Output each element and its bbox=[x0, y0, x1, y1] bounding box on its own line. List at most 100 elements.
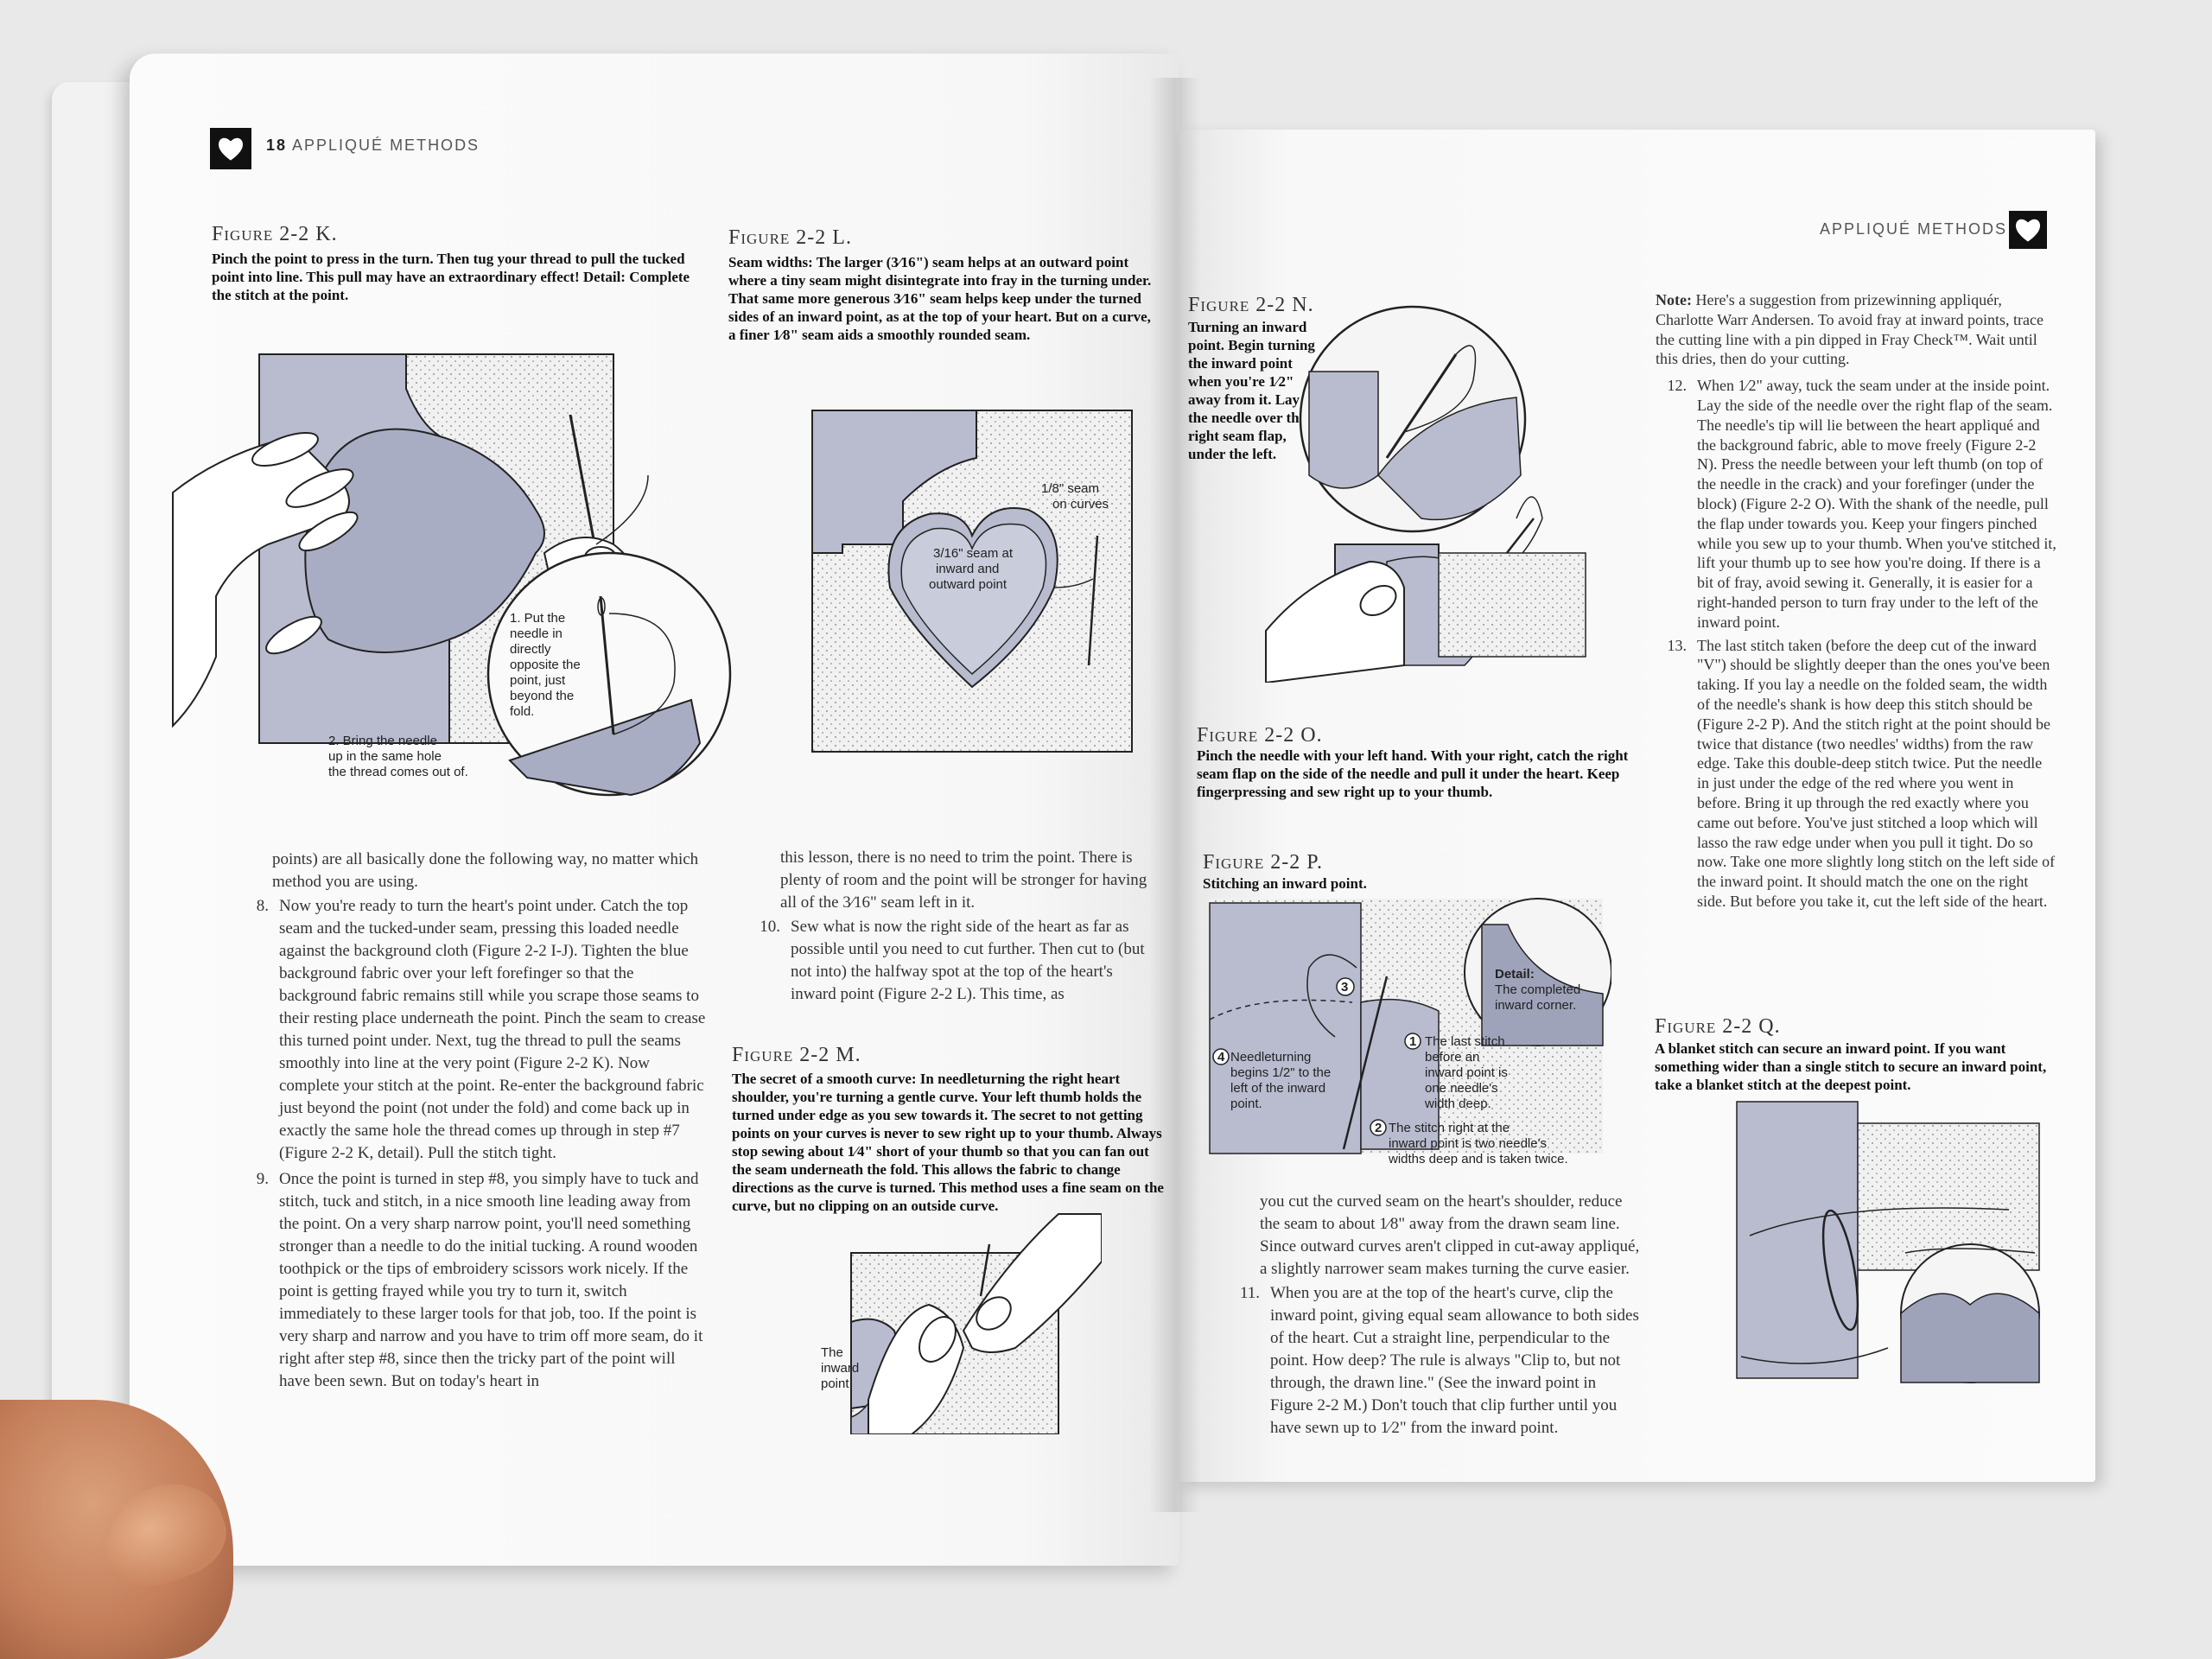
step-text: Sew what is now the right side of the he… bbox=[791, 918, 1145, 1003]
note-paragraph: Note: Here's a suggestion from prizewinn… bbox=[1650, 290, 2056, 369]
figure-l-title: Figure 2-2 L. bbox=[728, 226, 852, 249]
heart-icon bbox=[2009, 211, 2047, 249]
svg-text:inward point is two needle's: inward point is two needle's bbox=[1389, 1136, 1547, 1151]
svg-text:point, just: point, just bbox=[510, 673, 566, 688]
svg-text:1: 1 bbox=[1409, 1034, 1416, 1049]
step-13: 13. The last stitch taken (before the de… bbox=[1650, 636, 2056, 912]
right-column-1-text: you cut the curved seam on the heart's s… bbox=[1210, 1191, 1642, 1443]
svg-text:1. Put the: 1. Put the bbox=[510, 611, 565, 626]
figure-k-label-2: 2. Bring the needle up in the same hole … bbox=[328, 734, 468, 779]
step-number: 8. bbox=[256, 897, 269, 915]
figure-q-title: Figure 2-2 Q. bbox=[1655, 1015, 1781, 1038]
step-10: 10. Sew what is now the right side of th… bbox=[739, 916, 1162, 1006]
svg-text:inward point is: inward point is bbox=[1425, 1065, 1508, 1080]
heart-icon bbox=[210, 128, 251, 169]
step-8: 8. Now you're ready to turn the heart's … bbox=[238, 895, 709, 1165]
figure-n-caption: Turning an inward point. Begin turning t… bbox=[1188, 319, 1315, 462]
svg-text:before an: before an bbox=[1425, 1050, 1479, 1065]
figure-q-illustration bbox=[1732, 1097, 2044, 1408]
step-number: 9. bbox=[256, 1170, 269, 1188]
figure-l-label-curves: 1/8" seam on curves bbox=[1041, 481, 1109, 512]
figure-n-title: Figure 2-2 N. bbox=[1188, 294, 1314, 316]
figure-p-label-3: 3 bbox=[1336, 977, 1355, 996]
svg-text:width deep.: width deep. bbox=[1424, 1096, 1491, 1111]
figure-l-illustration: 1/8" seam on curves 3/16" seam at inward… bbox=[808, 406, 1136, 756]
step-text: The last stitch taken (before the deep c… bbox=[1697, 636, 2056, 910]
svg-text:inward: inward bbox=[821, 1361, 859, 1376]
figure-p-caption: Stitching an inward point. bbox=[1203, 875, 1367, 892]
figure-l-caption: Seam widths: The larger (3⁄16") seam hel… bbox=[728, 254, 1152, 343]
left-column-1-text: points) are all basically done the follo… bbox=[238, 849, 709, 1396]
right-column-2-text: Note: Here's a suggestion from prizewinn… bbox=[1650, 290, 2056, 915]
svg-text:3/16" seam at: 3/16" seam at bbox=[933, 546, 1014, 561]
figure-o-title: Figure 2-2 O. bbox=[1197, 724, 1323, 747]
figure-p-illustration: Detail: The completed inward corner. 3 1… bbox=[1205, 890, 1611, 1166]
svg-text:needle in: needle in bbox=[510, 626, 563, 641]
svg-text:point: point bbox=[821, 1376, 849, 1391]
note-text: Here's a suggestion from prizewinning ap… bbox=[1656, 291, 2044, 368]
page-number-left: 18 bbox=[266, 137, 288, 154]
running-head-text: APPLIQUÉ METHODS bbox=[292, 137, 480, 154]
step-text: When you are at the top of the heart's c… bbox=[1270, 1284, 1639, 1437]
left-column-2-text: this lesson, there is no need to trim th… bbox=[739, 847, 1162, 1009]
svg-text:one needle's: one needle's bbox=[1425, 1081, 1498, 1096]
figure-m-label-point: The inward point bbox=[821, 1345, 859, 1391]
svg-text:The last stitch: The last stitch bbox=[1425, 1034, 1505, 1049]
figure-l-label-points: 3/16" seam at inward and outward point bbox=[929, 546, 1014, 592]
figure-k-caption: Pinch the point to press in the turn. Th… bbox=[212, 251, 690, 303]
figure-k-title: Figure 2-2 K. bbox=[212, 223, 338, 245]
svg-text:directly: directly bbox=[510, 642, 551, 657]
figure-k-label-1: 1. Put the needle in directly opposite t… bbox=[510, 611, 581, 719]
note-label: Note: bbox=[1656, 291, 1692, 308]
svg-text:The completed: The completed bbox=[1495, 982, 1580, 997]
step-9: 9. Once the point is turned in step #8, … bbox=[238, 1168, 709, 1393]
svg-text:fold.: fold. bbox=[510, 704, 534, 719]
svg-text:Needleturning: Needleturning bbox=[1230, 1050, 1311, 1065]
svg-text:the thread comes out of.: the thread comes out of. bbox=[328, 765, 468, 779]
step-number: 10. bbox=[760, 918, 780, 936]
step-text: Once the point is turned in step #8, you… bbox=[279, 1170, 703, 1390]
svg-text:point.: point. bbox=[1230, 1096, 1262, 1111]
svg-text:The stitch right at the: The stitch right at the bbox=[1389, 1121, 1510, 1135]
svg-text:The: The bbox=[821, 1345, 843, 1360]
running-head-text: APPLIQUÉ METHODS bbox=[1820, 220, 2008, 238]
svg-text:1/8" seam: 1/8" seam bbox=[1041, 481, 1099, 496]
figure-q-caption: A blanket stitch can secure an inward po… bbox=[1655, 1040, 2047, 1093]
figure-p-title: Figure 2-2 P. bbox=[1203, 851, 1323, 874]
step-number: 11. bbox=[1239, 1284, 1260, 1302]
step-number: 12. bbox=[1667, 377, 1688, 395]
svg-text:on curves: on curves bbox=[1052, 497, 1109, 512]
svg-text:outward point: outward point bbox=[929, 577, 1007, 592]
underlying-page bbox=[52, 82, 138, 1551]
step-text: When 1⁄2" away, tuck the seam under at t… bbox=[1697, 377, 2056, 631]
svg-text:up in the same hole: up in the same hole bbox=[328, 749, 442, 764]
figure-p-label-4: 4 Needleturning begins 1/2" to the left … bbox=[1212, 1048, 1331, 1111]
svg-text:4: 4 bbox=[1217, 1050, 1225, 1065]
svg-text:opposite the: opposite the bbox=[510, 658, 581, 672]
column-1-continuation: points) are all basically done the follo… bbox=[272, 850, 699, 891]
svg-text:left of the inward: left of the inward bbox=[1230, 1081, 1325, 1096]
svg-text:inward and: inward and bbox=[936, 562, 999, 576]
step-11: 11. When you are at the top of the heart… bbox=[1210, 1282, 1642, 1440]
column-2-continuation: this lesson, there is no need to trim th… bbox=[780, 849, 1147, 912]
figure-p-detail-label: Detail: The completed inward corner. bbox=[1495, 967, 1580, 1013]
figure-n-o-illustration bbox=[1257, 302, 1637, 683]
svg-text:2. Bring the needle: 2. Bring the needle bbox=[328, 734, 437, 748]
step-12: 12. When 1⁄2" away, tuck the seam under … bbox=[1650, 376, 2056, 632]
figure-m-illustration: The inward point bbox=[817, 1210, 1102, 1434]
figure-m-caption: The secret of a smooth curve: In needlet… bbox=[732, 1071, 1164, 1214]
figure-k-illustration: 1. Put the needle in directly opposite t… bbox=[164, 337, 743, 830]
svg-text:widths deep and is taken twice: widths deep and is taken twice. bbox=[1388, 1152, 1568, 1166]
figure-m-title: Figure 2-2 M. bbox=[732, 1044, 861, 1066]
book-spine bbox=[1149, 78, 1201, 1512]
step-number: 13. bbox=[1667, 636, 1688, 654]
step-text: Now you're ready to turn the heart's poi… bbox=[279, 897, 706, 1162]
right-column-1-continuation: you cut the curved seam on the heart's s… bbox=[1260, 1192, 1640, 1278]
svg-text:inward corner.: inward corner. bbox=[1495, 998, 1576, 1013]
svg-text:2: 2 bbox=[1375, 1121, 1382, 1135]
svg-text:beyond the: beyond the bbox=[510, 689, 574, 703]
svg-text:Detail:: Detail: bbox=[1495, 967, 1535, 982]
svg-text:3: 3 bbox=[1341, 980, 1348, 995]
svg-text:begins 1/2" to the: begins 1/2" to the bbox=[1230, 1065, 1331, 1080]
